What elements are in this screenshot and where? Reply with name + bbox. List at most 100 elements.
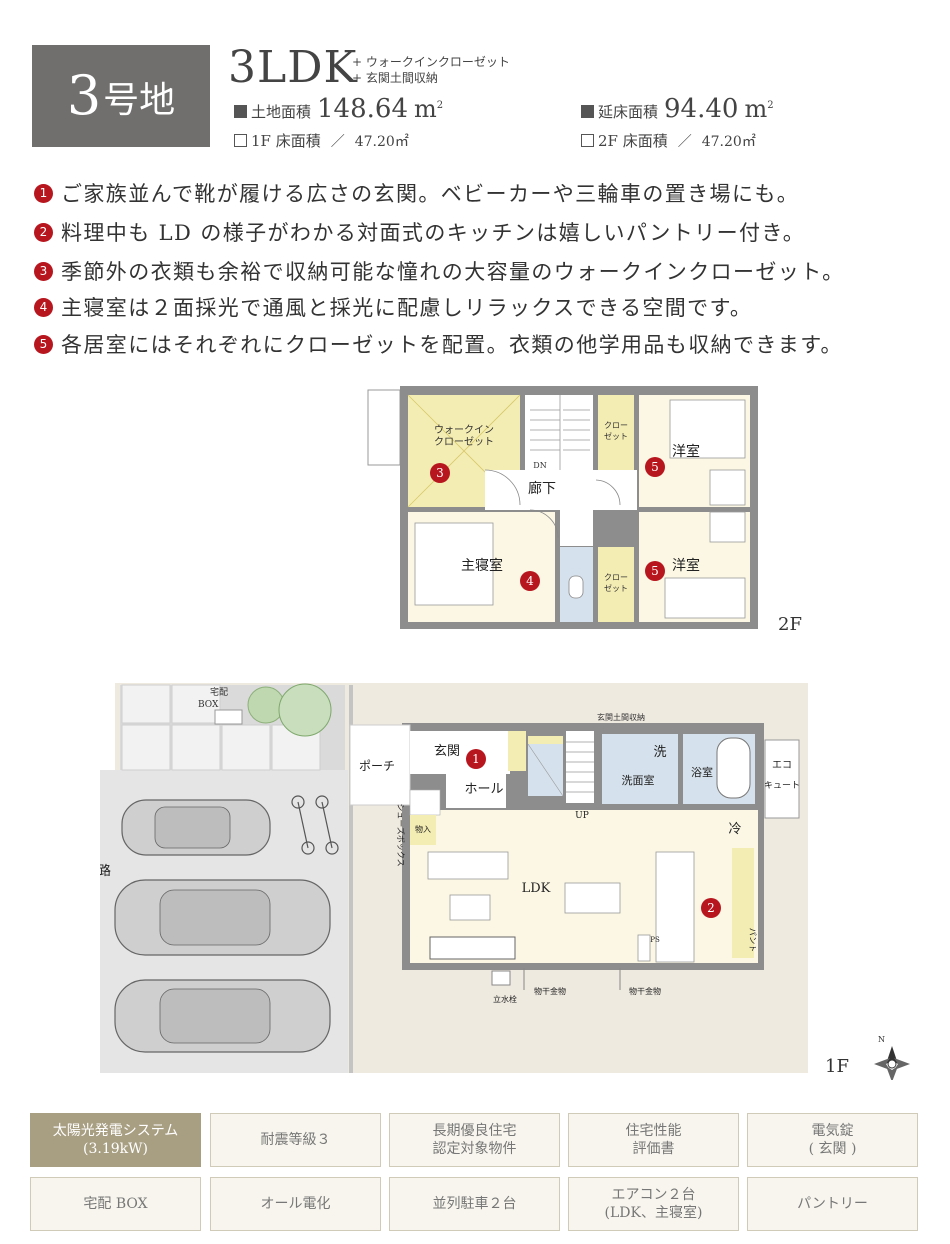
delivery-box [214,709,243,725]
compass-icon: N [874,1035,910,1080]
svg-text:5: 5 [651,564,659,578]
drying-label-1: 物干金物 [534,986,566,996]
car-3 [114,979,331,1053]
svg-text:4: 4 [526,574,534,588]
marker-5-lower: 5 [645,561,665,581]
entrance-storage-left [508,731,526,771]
amenity-pantry: パントリー [747,1177,918,1231]
marker-2-1f: 2 [701,898,721,918]
feature-text-1: ご家族並んで靴が履ける広さの玄関。ベビーカーや三輪車の置き場にも。 [61,182,800,206]
ecocute [764,739,800,819]
floor2-area: 2F 床面積 ／ 47.20㎡ [581,130,756,151]
closet-lower-label-1: クロー [604,573,628,582]
hallway [485,470,637,510]
road-label: 道路 [100,863,111,879]
floor-plan-2f: ウォークイン クローゼット クロー ゼット クロー ゼット 洋室 洋室 廊下 主… [367,386,802,635]
tree-2 [278,683,332,737]
closet-lower-label-2: ゼット [604,583,628,593]
bicycles [291,795,339,855]
amenity-delivery-box: 宅配 BOX [30,1177,201,1231]
land-area-value: 148.64 [317,94,408,124]
kitchen-counter [655,851,695,963]
amenity-long-term-housing: 長期優良住宅認定対象物件 [389,1113,560,1167]
washroom-label: 洗面室 [622,773,655,787]
floor2-value: 47.20㎡ [701,134,756,150]
delivery-box-label-2: BOX [198,700,219,710]
bath-label: 浴室 [691,765,713,779]
feature-5: 5 各居室にはそれぞれにクローゼットを配置。衣類の他学用品も収納できます。 [34,329,843,359]
tv-board [429,936,516,960]
pantry-label: パント [748,928,757,952]
stairs-up-label: UP [575,811,589,821]
faucet-label: 立水栓 [493,994,517,1004]
porch [349,724,411,806]
entrance-area [410,731,510,774]
marker-4: 4 [34,297,53,317]
lot-number: 3 [66,64,102,127]
bed-lower [664,577,746,619]
storage-label: 物入 [415,824,431,834]
total-floor-unit: m [744,95,768,123]
closet-upper-label-2: ゼット [604,431,628,441]
floor-label-2f: 2F [778,614,802,635]
total-floor-value: 94.40 [664,94,739,124]
car-2 [114,879,331,956]
car-1 [121,799,271,856]
washroom [602,734,678,804]
marker-4-2f: 4 [520,571,540,591]
stairs-1f [566,731,594,803]
ecocute-label-2: キュート [764,781,800,791]
floor-plan-1f: 宅配 BOX 道路 [100,683,910,1080]
entrance-label: 玄関 [434,744,460,759]
slash: ／ [677,134,692,150]
delivery-box-label-1: 宅配 [210,686,228,698]
hallway-label: 廊下 [528,480,556,497]
filled-square-icon [234,105,247,118]
marker-3: 3 [34,261,53,281]
amenity-aircon: エアコン２台(LDK、主寝室) [568,1177,739,1231]
amenity-seismic: 耐震等級３ [210,1113,381,1167]
marker-2: 2 [34,222,53,242]
land-area: 土地面積 148.64 m2 [234,94,443,124]
svg-text:N: N [878,1035,885,1044]
marker-1-1f: 1 [466,749,486,769]
amenity-parking: 並列駐車２台 [389,1177,560,1231]
feature-text-3: 季節外の衣類も余裕で収納可能な憧れの大容量のウォークインクローゼット。 [61,260,845,284]
marker-5: 5 [34,334,53,354]
feature-1: 1 ご家族並んで靴が履ける広さの玄関。ベビーカーや三輪車の置き場にも。 [34,178,799,208]
floor1-area: 1F 床面積 ／ 47.20㎡ [234,130,409,151]
fridge-label: 冷 [728,822,741,837]
hall-area [446,773,506,808]
closet-lower [598,547,634,622]
bed-master [414,522,494,606]
closet-upper [598,395,634,470]
entrance-storage-label: 玄関土間収納 [597,712,645,722]
amenity-electric-lock: 電気錠( 玄関 ) [747,1113,918,1167]
shoe-box-label: シューズボックス [396,803,406,866]
layout-type: 3LDK [228,42,358,93]
extra-wic: + ウォークインクローゼット [352,55,510,69]
marker-3-2f: 3 [430,463,450,483]
drying-label-2: 物干金物 [629,986,661,996]
slash: ／ [330,134,345,150]
lot-badge: 3 号地 [32,45,210,147]
total-floor-label: 延床面積 [598,103,659,121]
bed-upper [669,399,746,459]
total-floor-unit-sup: 2 [767,100,774,111]
extra-entrance-storage: + 玄関土間収納 [352,71,438,85]
tree-1 [247,686,285,724]
storage-closet [410,815,436,845]
porch-label: ポーチ [359,759,395,773]
land-area-unit-sup: 2 [436,100,444,111]
marker-1: 1 [34,183,53,203]
hall-label: ホール [464,782,503,797]
marker-5-upper: 5 [645,457,665,477]
master-label: 主寝室 [461,557,503,574]
svg-text:2: 2 [707,901,715,915]
wic-label-1: ウォークイン [434,424,494,436]
feature-text-5: 各居室にはそれぞれにクローゼットを配置。衣類の他学用品も収納できます。 [61,333,843,357]
svg-text:1: 1 [472,752,480,766]
washer-label: 洗 [653,745,666,760]
